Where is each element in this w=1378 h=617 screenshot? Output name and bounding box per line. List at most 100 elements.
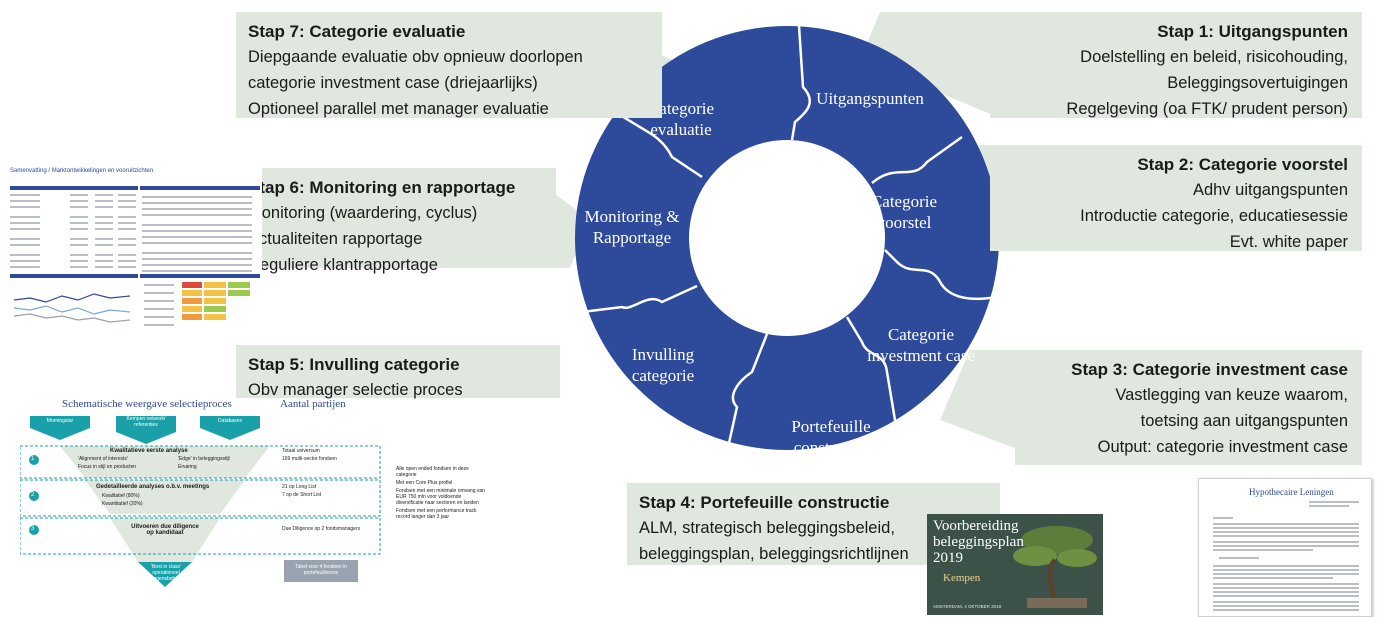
source-databases: Databases — [218, 418, 242, 424]
wheel-segment-invulling-categorie: Invulling categorie — [632, 345, 695, 385]
step-2-title: Stap 2: Categorie voorstel — [1137, 155, 1348, 174]
stage-2-title: Gedetailleerde analyses o.b.v. meetings — [96, 484, 210, 490]
step-1-title: Stap 1: Uitgangspunten — [1157, 22, 1348, 41]
step-3-line-1: Vastlegging van keuze waarom, — [1115, 386, 1348, 404]
wheel-segment-portefeuille-constructie-line-2: constructie — [794, 438, 869, 457]
document-thumbnail: Hypothecaire Leningen — [1198, 478, 1372, 617]
wheel-segment-categorie-voorstel: Categorie voorstel — [871, 192, 937, 232]
booklet-footer: AMSTERDAM, 4 OKTOBER 2018 — [933, 604, 1002, 609]
step-2-line-3: Evt. white paper — [1229, 233, 1348, 251]
wheel-segment-categorie-evaluatie: Categorie evaluatie — [648, 99, 714, 139]
selection-result: 'Best in class' operationeel vermogensbe… — [142, 564, 190, 582]
wheel-segment-categorie-evaluatie-line-2: evaluatie — [650, 120, 711, 139]
report-thumb-table — [10, 194, 252, 272]
stage-1-bullet-3: 'Edge' in beleggingsstijl — [178, 456, 230, 462]
step-6-title: Stap 6: Monitoring en rapportage — [248, 178, 516, 197]
step-3-box: Stap 3: Categorie investment case Vastle… — [1015, 350, 1362, 465]
report-thumb-title: Samenvatting / Marktontwikkelingen en vo… — [10, 168, 154, 174]
wheel-segment-uitgangspunten-line-1: Uitgangspunten — [816, 89, 924, 108]
stage-2-count-1: 21 op Long List — [282, 484, 317, 490]
note-3: Fondsen met een minimale omvang van EUR … — [396, 488, 485, 506]
wheel-segment-monitoring-rapportage: Monitoring & Rapportage — [585, 207, 680, 247]
wheel-segment-invulling-categorie-line-1: Invulling — [632, 345, 695, 364]
report-thumb-chart — [13, 293, 131, 323]
step-3-line-3: Output: categorie investment case — [1097, 438, 1348, 456]
wedge-s1 — [860, 12, 1000, 118]
stage-2-num: 2 — [31, 492, 35, 498]
document-text-lines — [1213, 501, 1359, 611]
wheel-segment-portefeuille-constructie: Portefeuille constructie — [791, 417, 870, 457]
bonsai-illustration — [1013, 526, 1097, 608]
wheel-segment-categorie-investment-case: Categorie investment case — [867, 325, 975, 365]
step-7-title: Stap 7: Categorie evaluatie — [248, 22, 466, 41]
stage-3-title: Uitvoeren due diligence op kandidaat — [131, 524, 199, 536]
step-2-line-2: Introductie categorie, educatiesessie — [1080, 207, 1348, 225]
wheel-segment-invulling-categorie-line-2: categorie — [632, 366, 694, 385]
booklet-brand: Kempen — [943, 572, 981, 584]
wheel-segment-monitoring-rapportage-line-1: Monitoring & — [585, 207, 680, 226]
step-5-line-1: Obv manager selectie proces — [248, 381, 463, 399]
note-2: Met een Core Plus profiel — [396, 480, 453, 486]
step-7-box: Stap 7: Categorie evaluatie Diepgaande e… — [236, 12, 662, 118]
booklet-title-3: 2019 — [933, 550, 963, 566]
wheel-separators — [581, 25, 998, 453]
step-1-line-2: Beleggingsovertuigingen — [1167, 74, 1348, 92]
stage-3-num: 3 — [31, 526, 35, 532]
report-thumbnail: Samenvatting / Marktontwikkelingen en vo… — [8, 168, 262, 338]
wheel-segment-categorie-voorstel-line-2: voorstel — [877, 213, 932, 232]
stage-2-bullet-1: Kwalitatief (80%) — [102, 493, 140, 499]
wheel-segment-categorie-evaluatie-line-1: Categorie — [648, 99, 714, 118]
step-4-title: Stap 4: Portefeuille constructie — [639, 493, 890, 512]
step-6-box: Stap 6: Monitoring en rapportage Monitor… — [236, 168, 556, 274]
source-kempen: Kempen netwerk/ referenties — [126, 416, 166, 428]
booklet-title-1: Voorbereiding — [933, 518, 1019, 534]
report-thumb-heatmap — [144, 282, 250, 326]
step-6-line-2: Actualiteiten rapportage — [248, 230, 423, 248]
booklet-title-2: beleggingsplan — [933, 534, 1024, 550]
step-3-line-2: toetsing aan uitgangspunten — [1140, 412, 1348, 430]
stage-1-count-1: Totaal universum — [282, 448, 320, 454]
stage-2-count-2: 7 op de Short List — [282, 492, 322, 498]
step-5-title: Stap 5: Invulling categorie — [248, 355, 460, 374]
funnel-graphic — [20, 416, 381, 587]
stage-1-bullet-1: 'Alignment of interests' — [78, 456, 128, 462]
stage-1-title: Kwalitatieve eerste analyse — [110, 448, 188, 454]
selection-table-button[interactable]: Tabel voor 4 fondsen in portefeuilleroos — [295, 564, 347, 576]
step-6-line-3: Reguliere klantrapportage — [248, 256, 438, 274]
step-4-line-2: beleggingsplan, beleggingsrichtlijnen — [639, 545, 909, 563]
stage-2-bullet-2: Kwantitatief (20%) — [102, 501, 143, 507]
wheel-ring — [575, 26, 999, 450]
stage-1-bullet-2: Focus in stijl en producten — [78, 464, 137, 470]
selection-count-header: Aantal partijen — [280, 398, 346, 410]
selection-process-diagram: Schematische weergave selectieproces Aan… — [20, 396, 540, 611]
wheel-segment-uitgangspunten: Uitgangspunten — [816, 89, 924, 108]
wheel-segment-categorie-investment-case-line-2: investment case — [867, 346, 975, 365]
selection-title: Schematische weergave selectieproces — [62, 398, 232, 410]
step-7-line-2: categorie investment case (driejaarlijks… — [248, 74, 538, 92]
stage-1-bullet-4: Ervaring — [178, 464, 197, 470]
wheel-segment-portefeuille-constructie-line-1: Portefeuille — [791, 417, 870, 436]
wheel-segment-categorie-voorstel-line-1: Categorie — [871, 192, 937, 211]
source-morningstar: Morningstar — [46, 418, 74, 424]
step-1-line-1: Doelstelling en beleid, risicohouding, — [1080, 48, 1348, 66]
step-2-box: Stap 2: Categorie voorstel Adhv uitgangs… — [990, 145, 1362, 251]
stage-3-count-1: Due Diligence op 2 fondsmanagers — [282, 526, 361, 532]
note-4: Fondsen met een performance track record… — [396, 508, 477, 520]
stage-1-num: 1 — [31, 456, 35, 462]
stage-1-count-2: 169 multi-sector fondsen — [282, 456, 337, 462]
step-1-line-3: Regelgeving (oa FTK/ prudent person) — [1066, 100, 1348, 118]
booklet-cover: Voorbereiding beleggingsplan 2019 Kempen… — [927, 514, 1103, 615]
step-7-line-3: Optioneel parallel met manager evaluatie — [248, 100, 549, 118]
step-3-title: Stap 3: Categorie investment case — [1071, 360, 1348, 379]
wheel-segment-categorie-investment-case-line-1: Categorie — [888, 325, 954, 344]
step-2-line-1: Adhv uitgangspunten — [1192, 181, 1348, 199]
wheel-segment-monitoring-rapportage-line-2: Rapportage — [593, 228, 671, 247]
step-1-box: Stap 1: Uitgangspunten Doelstelling en b… — [990, 12, 1362, 118]
step-6-line-1: Monitoring (waardering, cyclus) — [248, 204, 478, 222]
step-7-line-1: Diepgaande evaluatie obv opnieuw doorlop… — [248, 48, 583, 66]
step-4-line-1: ALM, strategisch beleggingsbeleid, — [639, 519, 895, 537]
document-title: Hypothecaire Leningen — [1249, 487, 1334, 497]
step-5-box: Stap 5: Invulling categorie Obv manager … — [236, 345, 556, 399]
note-1: Alle open ended fondsen in deze categori… — [396, 466, 469, 478]
